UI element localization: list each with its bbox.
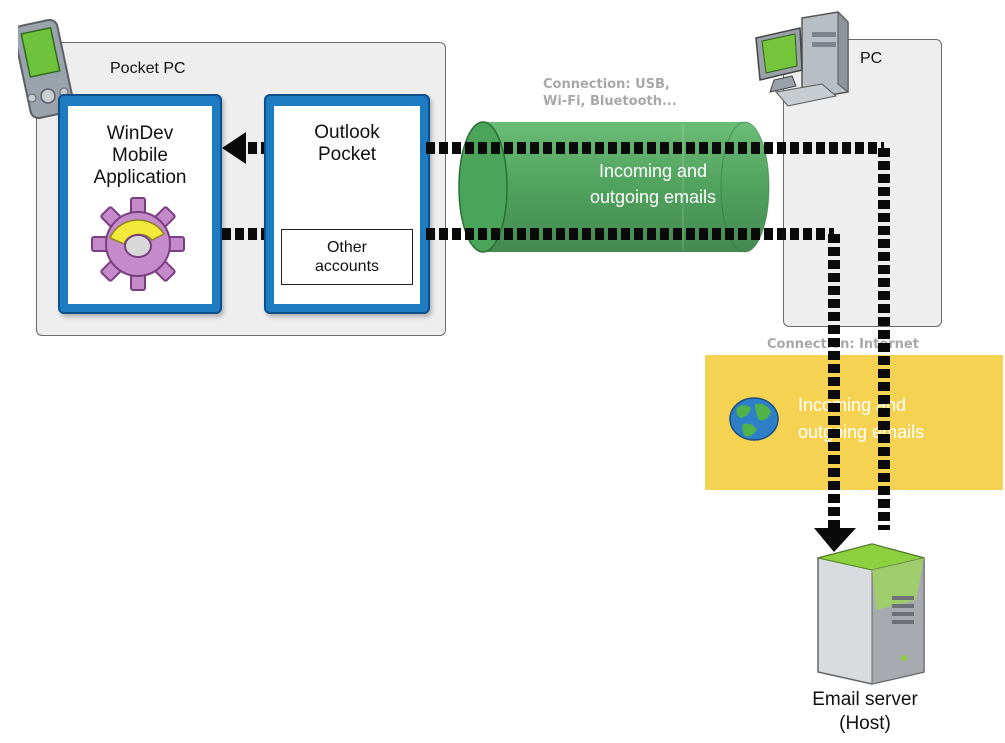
arrow-to-server xyxy=(814,528,856,552)
pocket-pc-device-icon xyxy=(18,18,75,120)
server-icon xyxy=(817,543,925,685)
pc-title: PC xyxy=(860,50,883,67)
other-accounts-box: Other accounts xyxy=(281,229,413,285)
pc-computer-icon xyxy=(755,10,849,107)
arrow-to-windev xyxy=(222,132,246,164)
connection-tube xyxy=(458,121,770,253)
pocket-pc-title: Pocket PC xyxy=(110,60,186,77)
globe-icon xyxy=(729,397,779,441)
windev-app-label: WinDev Mobile Application xyxy=(93,123,187,188)
tube-label: Incoming and outgoing emails xyxy=(589,161,717,207)
email-server-label: Email server (Host) xyxy=(812,689,918,734)
connection-usb-label: Connection: USB, Wi-Fi, Bluetooth... xyxy=(543,77,677,109)
gear-icon xyxy=(91,197,185,291)
other-accounts-label: Other accounts xyxy=(314,239,380,275)
outlook-pocket-label: Outlook Pocket xyxy=(314,122,380,165)
